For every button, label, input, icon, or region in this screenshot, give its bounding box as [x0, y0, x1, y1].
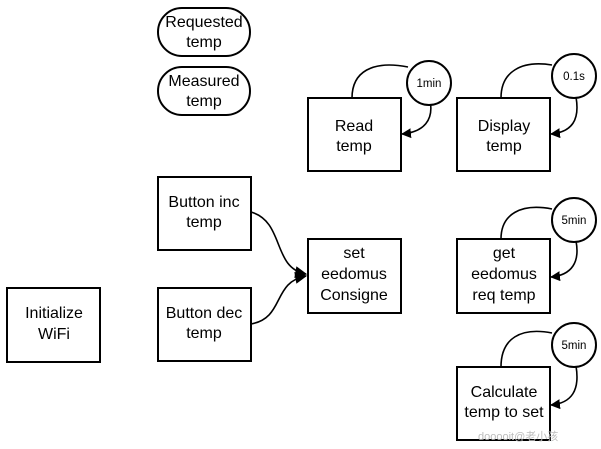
display-temp-timer-loop-out [550, 96, 578, 139]
set-consigne-label-line1: set [343, 245, 365, 262]
button-inc-node: Button inc temp [157, 176, 252, 251]
read-temp-label-line1: Read [335, 118, 373, 135]
get-eedomus-req-temp-node: get eedomus req temp [456, 238, 551, 314]
button-dec-to-set-arrow [250, 271, 308, 325]
requested-temp-label-line2: temp [186, 34, 222, 51]
initialize-wifi-node: Initialize WiFi [6, 287, 101, 363]
read-temp-node: Read temp [307, 97, 402, 172]
get-req-temp-timer-loop-out [550, 240, 578, 282]
display-temp-timer-loop-in [500, 63, 553, 99]
requested-temp-node: Requested temp [157, 7, 251, 57]
calculate-temp-timer: 5min [551, 322, 597, 368]
calculate-temp-label-line2: temp to set [464, 404, 544, 421]
display-temp-label-line1: Display [478, 118, 530, 135]
get-req-temp-label-line1: get [493, 245, 516, 262]
display-temp-timer: 0.1s [551, 53, 597, 99]
requested-temp-label-line1: Requested [165, 14, 242, 31]
calculate-temp-timer-label: 5min [562, 340, 587, 352]
measured-temp-node: Measured temp [157, 66, 251, 116]
measured-temp-label-line2: temp [186, 93, 222, 110]
display-temp-label-line2: temp [486, 138, 522, 155]
get-req-temp-label-line2: eedomus [471, 266, 537, 283]
get-req-temp-timer: 5min [551, 197, 597, 243]
get-req-temp-timer-loop-in [500, 206, 553, 240]
button-dec-label-line1: Button dec [166, 305, 243, 322]
read-temp-timer: 1min [406, 60, 452, 106]
watermark-text: dooooit@老小孩 [478, 430, 558, 443]
button-inc-to-set-arrow [250, 211, 308, 279]
read-temp-timer-label: 1min [417, 78, 442, 90]
display-temp-timer-label: 0.1s [563, 71, 585, 83]
calculate-temp-timer-loop-out [550, 365, 578, 410]
get-req-temp-timer-label: 5min [562, 215, 587, 227]
set-consigne-label-line2: eedomus [321, 266, 387, 283]
initialize-wifi-label-line2: WiFi [38, 326, 70, 343]
set-eedomus-consigne-node: set eedomus Consigne [307, 238, 402, 314]
read-temp-label-line2: temp [336, 138, 372, 155]
display-temp-node: Display temp [456, 97, 551, 172]
set-consigne-label-line3: Consigne [320, 287, 388, 304]
button-dec-node: Button dec temp [157, 287, 252, 362]
calculate-temp-label-line1: Calculate [471, 384, 538, 401]
calculate-temp-timer-loop-in [500, 330, 553, 368]
initialize-wifi-label-line1: Initialize [25, 305, 83, 322]
read-temp-timer-loop-in [351, 64, 409, 99]
get-req-temp-label-line3: req temp [472, 287, 535, 304]
measured-temp-label-line1: Measured [168, 73, 239, 90]
button-inc-label-line1: Button inc [168, 194, 239, 211]
button-inc-label-line2: temp [186, 214, 222, 231]
calculate-temp-node: Calculate temp to set [456, 366, 551, 441]
button-dec-label-line2: temp [186, 325, 222, 342]
